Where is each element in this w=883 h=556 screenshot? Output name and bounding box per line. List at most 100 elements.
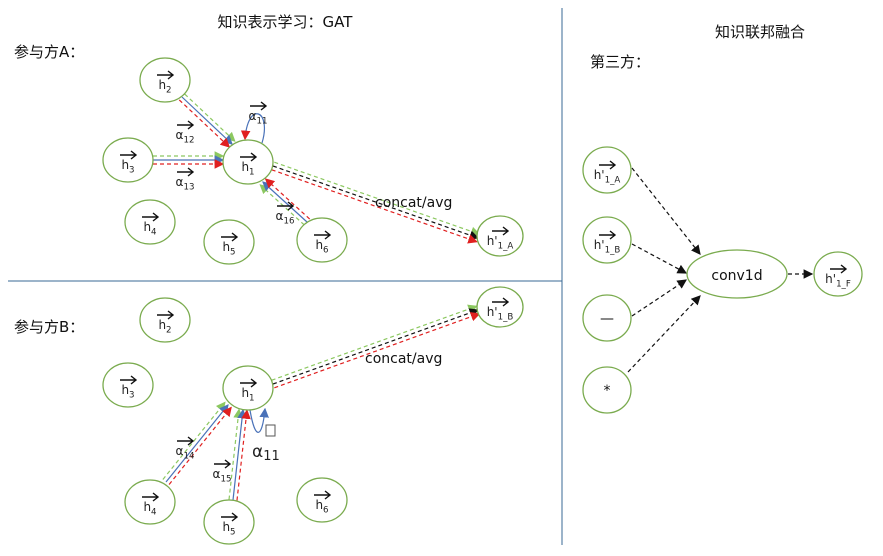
- edge-a-h6-h1-blue: [262, 181, 308, 223]
- node-a-h4-label: h4: [142, 212, 160, 238]
- edge-f-h1A-conv: [631, 167, 701, 255]
- fusion-output-h1_F[interactable]: [813, 251, 863, 297]
- edge-a-h6-h1-green: [259, 184, 305, 226]
- vector-arrow-icon: [492, 226, 510, 236]
- vector-arrow-icon: [142, 492, 160, 502]
- node-a-h4-label-text: h4: [143, 220, 156, 238]
- vector-arrow-icon: [120, 150, 138, 160]
- node-b-h2-label: h2: [157, 310, 175, 336]
- vector-arrow-icon: [599, 160, 617, 170]
- vector-arrow-icon: [142, 212, 160, 222]
- vector-arrow-icon: [277, 201, 295, 211]
- node-b-h2-label-text: h2: [158, 318, 171, 336]
- third-party-label: 第三方：: [590, 53, 650, 71]
- alpha-a-13: α13: [176, 167, 195, 193]
- node-b-h1-label-text: h1: [241, 386, 254, 404]
- vector-arrow-icon: [492, 297, 510, 307]
- edge-a-h2-h1-red: [178, 99, 231, 148]
- edge-b-h1-h1B-red: [274, 312, 481, 389]
- vector-arrow-icon: [157, 310, 175, 320]
- vector-arrow-icon: [830, 264, 848, 274]
- node-b-h6[interactable]: [296, 477, 348, 523]
- node-b-h5[interactable]: [203, 499, 255, 545]
- node-a-h2-label-text: h2: [158, 78, 171, 96]
- nodes: [102, 57, 863, 545]
- alpha-b-11: α11: [252, 442, 280, 464]
- node-b-h1_B-label-text: h'1_B: [487, 305, 514, 323]
- self-loop-b: [249, 407, 269, 433]
- node-a-h1_A-label-text: h'1_A: [487, 234, 514, 252]
- vector-arrow-icon: [240, 378, 258, 388]
- fusion-input-minus-label: —: [600, 311, 614, 327]
- node-b-h5-label-text: h5: [222, 520, 235, 538]
- edge-b-h1-h1B-black: [272, 308, 480, 385]
- conv1d-label: conv1d: [711, 268, 762, 284]
- fusion-input-h1_A-label-text: h'1_A: [594, 168, 621, 186]
- node-b-h3-label-text: h3: [121, 383, 134, 401]
- vector-arrow-icon: [221, 232, 239, 242]
- node-b-h1_B-label: h'1_B: [487, 297, 514, 323]
- node-a-h1[interactable]: [222, 139, 274, 185]
- alpha-a-13-text: α13: [176, 175, 195, 193]
- node-a-h1_A[interactable]: [476, 215, 524, 257]
- fusion-input-times-label: *: [604, 383, 611, 399]
- edge-b-h1-h1B-green: [271, 304, 478, 381]
- alpha-a-11: α11: [249, 101, 268, 127]
- node-a-h3-label: h3: [120, 150, 138, 176]
- node-a-h1-label-text: h1: [241, 160, 254, 178]
- node-a-h4[interactable]: [124, 199, 176, 245]
- vector-arrow-icon: [157, 70, 175, 80]
- fusion-output-h1_F-label: h'1_F: [825, 264, 851, 290]
- node-b-h2[interactable]: [139, 297, 191, 343]
- edge-a-h2-h1-green: [184, 93, 236, 142]
- node-a-h2-label: h2: [157, 70, 175, 96]
- fusion-input-h1_B[interactable]: [582, 216, 632, 264]
- conv1d-node[interactable]: [686, 249, 788, 299]
- alpha-a-12-text: α12: [176, 128, 195, 146]
- edge-f-minus-conv: [631, 279, 687, 317]
- node-b-h3[interactable]: [102, 362, 154, 408]
- fusion-input-times[interactable]: [582, 366, 632, 414]
- vector-arrow-icon: [314, 230, 332, 240]
- vector-arrow-icon: [250, 101, 268, 111]
- edge-a-h1-h1A-red: [271, 169, 478, 244]
- fusion-input-minus[interactable]: [582, 294, 632, 342]
- edge-b-h5-h1-blue: [232, 408, 247, 501]
- vector-arrow-icon: [314, 490, 332, 500]
- node-a-h5[interactable]: [203, 219, 255, 265]
- vector-arrow-icon: [177, 436, 195, 446]
- vector-arrow-icon: [177, 120, 195, 130]
- missing-glyph-box: [265, 424, 276, 437]
- node-a-h6[interactable]: [296, 217, 348, 263]
- fusion-input-h1_A[interactable]: [582, 146, 632, 194]
- vector-arrow-icon: [120, 375, 138, 385]
- node-a-h6-label: h6: [314, 230, 332, 256]
- alpha-b-14-text: α14: [176, 444, 195, 462]
- alpha-b-14: α14: [176, 436, 195, 462]
- fusion-input-h1_A-label: h'1_A: [594, 160, 621, 186]
- concat-avg-label-b: concat/avg: [365, 351, 442, 367]
- edge-f-h1B-conv: [631, 243, 688, 274]
- node-b-h6-label-text: h6: [315, 498, 328, 516]
- node-a-h1-label: h1: [240, 152, 258, 178]
- node-a-h6-label-text: h6: [315, 238, 328, 256]
- alpha-b-15: α15: [213, 459, 232, 485]
- edge-b-h5-h1-green: [228, 408, 243, 500]
- node-b-h4[interactable]: [124, 479, 176, 525]
- edge-b-h4-h1-red: [168, 406, 232, 485]
- node-b-h1[interactable]: [222, 365, 274, 411]
- node-a-h3[interactable]: [102, 137, 154, 183]
- alpha-b-15-text: α15: [213, 467, 232, 485]
- edge-a-h6-h1-red: [264, 178, 311, 220]
- edge-a-h2-h1-blue: [181, 96, 233, 145]
- vector-arrow-icon: [177, 167, 195, 177]
- node-a-h3-label-text: h3: [121, 158, 134, 176]
- concat-avg-label-a: concat/avg: [375, 195, 452, 211]
- node-a-h2[interactable]: [139, 57, 191, 103]
- vector-arrow-icon: [240, 152, 258, 162]
- node-b-h1_B[interactable]: [476, 286, 524, 328]
- self-loop-a: [240, 113, 265, 144]
- fusion-input-h1_B-label: h'1_B: [594, 230, 620, 256]
